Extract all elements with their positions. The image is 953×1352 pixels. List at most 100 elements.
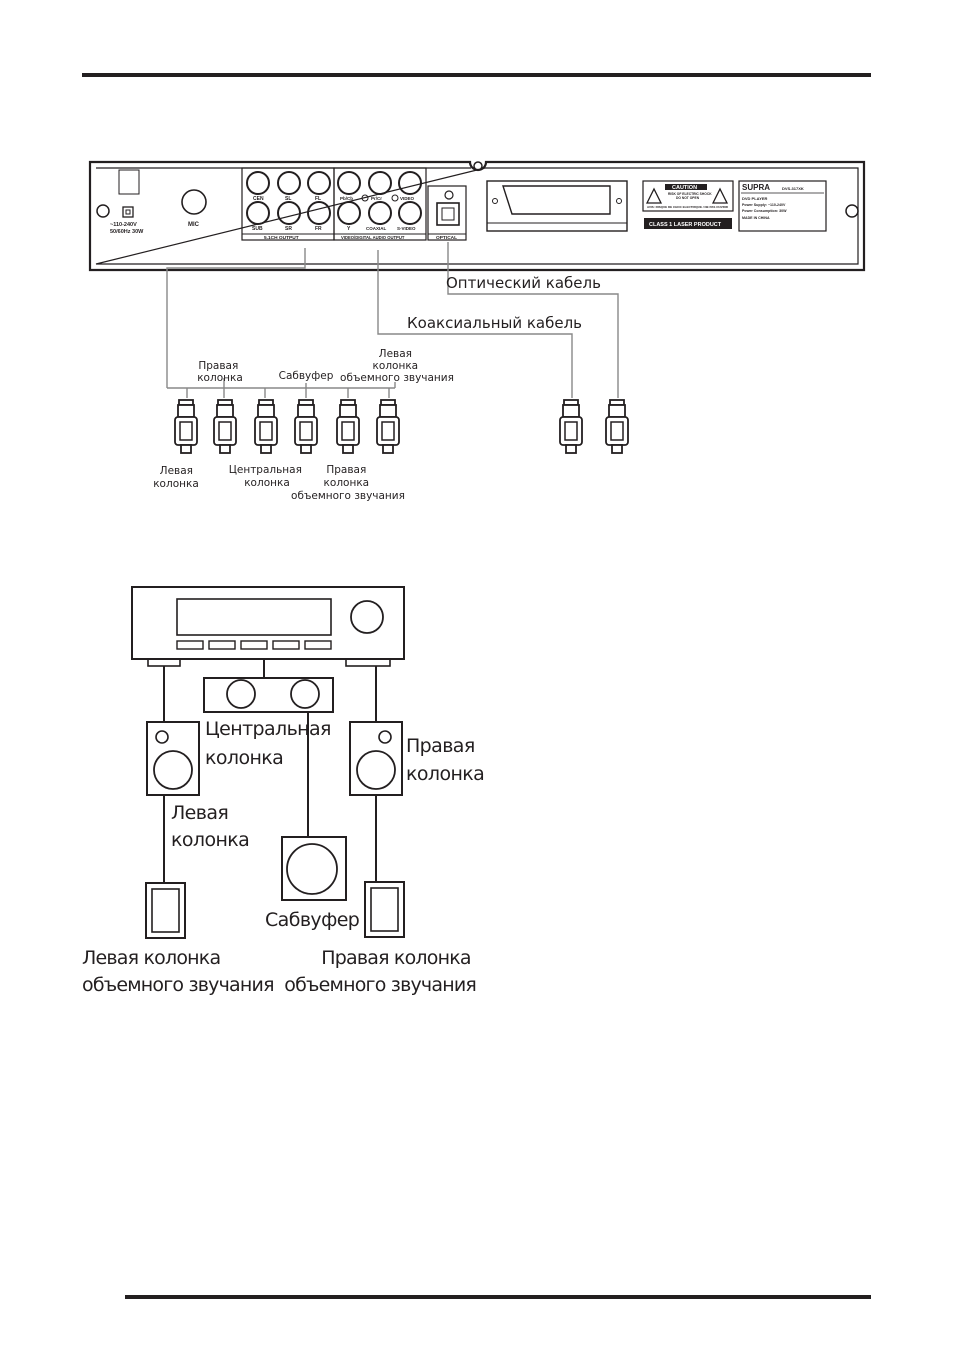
label-line: Левая [160,465,193,477]
caution-line: DO NOT OPEN [676,196,700,200]
label-line: объемного звучания [284,974,476,996]
mic-jack [181,189,207,215]
jack-label: FL [315,196,321,202]
jack-sr [277,201,301,225]
label-line: объемного звучания [340,372,454,384]
jack-label: CEN [253,196,264,202]
scart-label: SCART OUTPUT [530,226,574,232]
label-line: колонка [406,763,484,785]
rca-plug [174,399,198,454]
mic-label: MIC [188,222,200,228]
jack-video [398,171,422,195]
label-line: колонка [244,477,290,489]
spec-line: Power Supply: ~110-240V [742,203,786,207]
power-rating-2: 50/60Hz 30W [110,229,144,235]
caution-title: CAUTION [672,185,697,191]
label-line: Правая [406,735,475,757]
jack-svideo [398,201,422,225]
model: DVS-317XK [782,186,804,191]
subwoofer [281,836,347,901]
jack-sub [246,201,270,225]
group-label-av: VIDEO/DIGITAL AUDIO OUTPUT [341,235,405,240]
label-line: Центральная [229,464,302,476]
label-line: колонка [197,372,243,384]
jack-label: FR [315,226,322,232]
caution-label [642,180,734,212]
optical-port [436,202,460,226]
rca-plug [213,399,237,454]
spec-line: DVD PLAYER [742,196,768,201]
label-line: Левая [171,802,228,824]
label-line: Правая [198,360,238,372]
label-line: Центральная [205,718,331,740]
jack-label: SUB [252,226,263,232]
jack-label: SR [285,226,292,232]
jack-coaxial [368,201,392,225]
spec-line: MADE IN CHINA [742,216,770,220]
caution-line: RISK OF ELECTRIC SHOCK [668,192,712,196]
speaker-label-right: Правая колонка [406,735,484,785]
cable-coaxial [377,250,573,398]
label-line: колонка [153,478,199,490]
center-speaker [203,677,334,713]
speaker-label-subwoofer: Сабвуфер [265,909,360,931]
speaker-layout [131,586,405,939]
label-left-speaker-bottom: Левая колонка [153,465,199,490]
label-line: колонка [171,829,249,851]
rca-plug [294,399,318,454]
jack-label: VIDEO [400,196,415,201]
left-speaker [146,721,200,796]
scart-connector [502,185,611,215]
laser-text: CLASS 1 LASER PRODUCT [649,222,722,228]
jack-label: Pb/Cb [340,196,353,201]
receiver-display [176,598,332,636]
footer-rule [125,1295,871,1299]
jack-label: Pr/Cr [371,196,382,201]
label-line: Правая [326,464,366,476]
right-surround-speaker [364,881,405,938]
header-rule [82,73,871,77]
right-speaker [349,721,403,796]
speaker-label-center: Центральная колонка [205,718,336,769]
coaxial-plug [559,399,583,454]
jack-label: Y [347,226,351,232]
label-line: колонка [205,747,283,769]
receiver-knob [350,600,384,634]
screw-hole-right [845,204,859,218]
group-label-optical: OPTICAL [436,235,457,241]
brand: SUPRA [742,183,770,192]
label-center-speaker-bottom: Центральная колонка [229,464,306,489]
speaker-label-left: Левая колонка [171,802,249,851]
jack-y [337,201,361,225]
rca-plug [336,399,360,454]
label-left-surround-top: Левая колонка объемного звучания [340,348,454,384]
jack-cen [246,171,270,195]
jack-fr [307,201,331,225]
jack-pb [337,171,361,195]
label-line: колонка [373,360,419,372]
speaker-label-right-surround: Правая колонка объемного звучания [284,947,476,996]
speaker-label-left-surround: Левая колонка объемного звучания [82,947,274,996]
jack-sl [277,171,301,195]
rca-plug [376,399,400,454]
left-surround-speaker [145,882,186,939]
jack-pr [368,171,392,195]
cable-optical [447,242,619,398]
label-coaxial-cable: Коаксиальный кабель [407,314,582,332]
receiver [131,586,405,660]
rca-plug [254,399,278,454]
label-line: Правая колонка [321,947,471,969]
power-rating-1: ~110-240V [110,222,137,228]
label-optical-cable: Оптический кабель [446,274,601,292]
laser-label [644,218,732,229]
caution-line: AVIS: RISQUE DE CHOC ELECTRIQUE / NE PAS… [647,205,729,209]
label-line: объемного звучания [291,490,405,502]
jack-fl [307,171,331,195]
group-label-51: 5.1CH OUTPUT [264,235,299,241]
rear-panel: ~110-240V 50/60Hz 30W MIC CEN SL FL SUB … [88,160,866,272]
power-switch [122,206,134,218]
label-line: колонка [324,477,370,489]
cable-51 [166,248,306,388]
label-line: Левая [379,348,412,360]
